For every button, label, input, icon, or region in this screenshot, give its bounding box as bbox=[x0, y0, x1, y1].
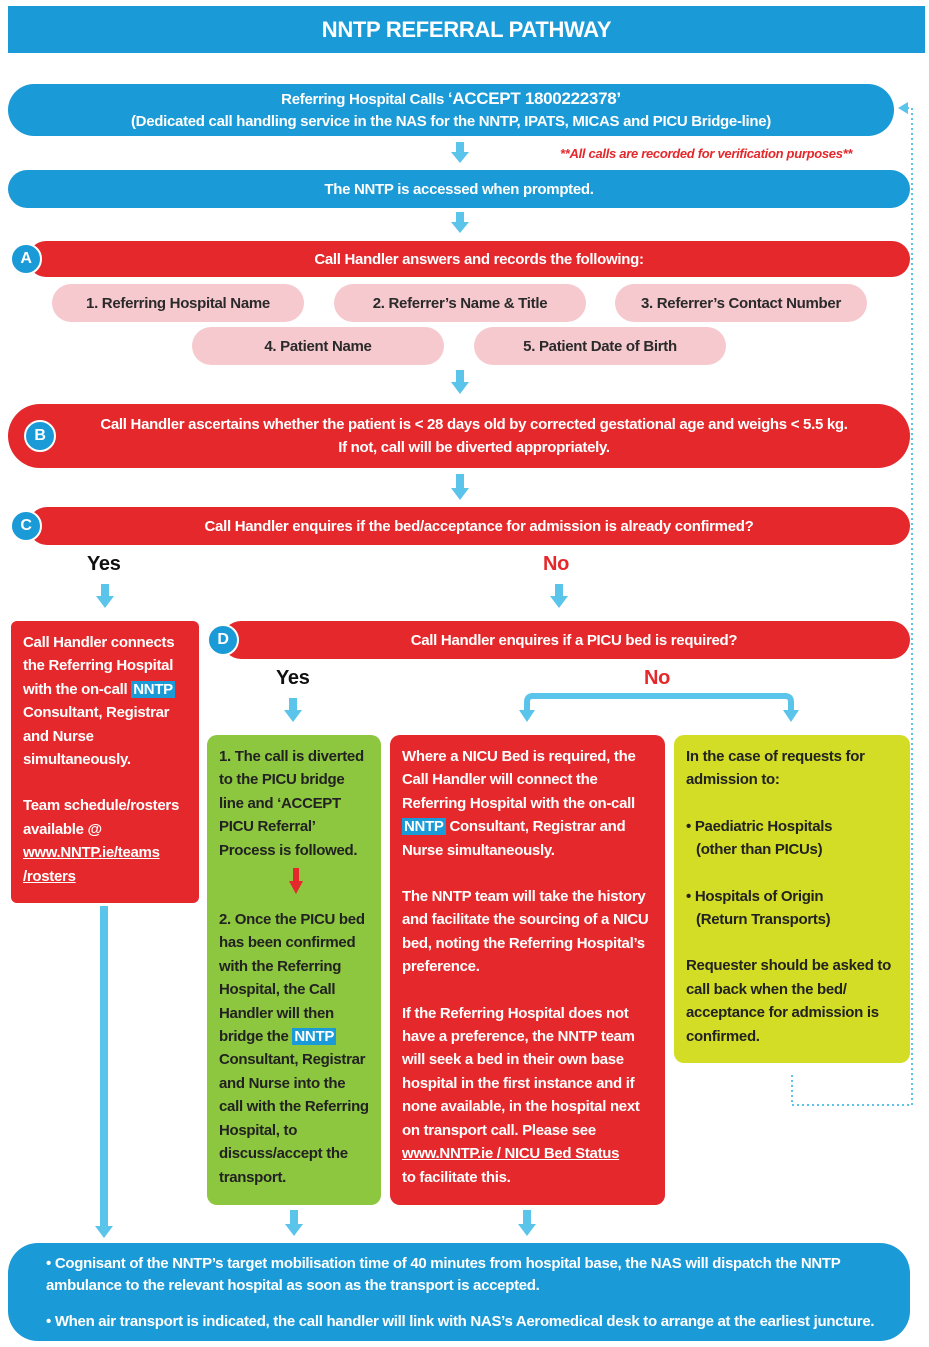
step-c-badge: C bbox=[10, 510, 42, 542]
call-back-text: Requester should be asked to call back w… bbox=[686, 957, 891, 1045]
step-d-no-label: No bbox=[644, 667, 671, 689]
nicu-bed-box: Where a NICU Bed is required, the Call H… bbox=[390, 735, 665, 1205]
rosters-link[interactable]: www.NNTP.ie/teams bbox=[23, 844, 160, 862]
page-title-text: NNTP REFERRAL PATHWAY bbox=[321, 16, 612, 42]
arrow-green-down bbox=[285, 1210, 303, 1236]
record-item-1: 1. Referring Hospital Name bbox=[52, 284, 304, 322]
rosters-text: Team schedule/rosters available @ www.NN… bbox=[23, 797, 179, 885]
step-a-badge: A bbox=[10, 243, 42, 275]
dispatch-box: • Cognisant of the NNTP’s target mobilis… bbox=[8, 1243, 910, 1341]
red-arrow-icon bbox=[289, 868, 303, 895]
arrow-nicu-down bbox=[518, 1210, 536, 1236]
arrow-yes-long bbox=[95, 906, 113, 1238]
yes-connect-text: Call Handler connects the Referring Hosp… bbox=[23, 634, 175, 769]
nicu-preference-text: If the Referring Hospital does not have … bbox=[402, 1004, 640, 1186]
step-d-yes-label: Yes bbox=[276, 667, 310, 689]
hospitals-of-origin-item: • Hospitals of Origin (Return Transports… bbox=[686, 887, 831, 929]
arrow-down-2 bbox=[451, 212, 469, 233]
page-title: NNTP REFERRAL PATHWAY bbox=[8, 6, 925, 53]
no-bracket-right-head bbox=[783, 710, 799, 722]
arrow-down-1 bbox=[451, 142, 469, 163]
nicu-bed-status-link[interactable]: www.NNTP.ie / NICU Bed Status bbox=[402, 1145, 620, 1163]
step-b-bar: Call Handler ascertains whether the pati… bbox=[8, 404, 910, 468]
step-c-yes-label: Yes bbox=[87, 553, 121, 575]
rosters-link-cont[interactable]: /rosters bbox=[23, 867, 76, 885]
nicu-connect-text: Where a NICU Bed is required, the Call H… bbox=[402, 748, 636, 859]
step-referring-call-line2: (Dedicated call handling service in the … bbox=[130, 112, 771, 130]
other-admission-box: In the case of requests for admission to… bbox=[674, 735, 910, 1063]
arrow-yes-c bbox=[96, 584, 114, 608]
step-d-badge: D bbox=[207, 624, 239, 656]
arrow-yes-d bbox=[284, 698, 302, 722]
recorded-note: **All calls are recorded for verificatio… bbox=[560, 146, 853, 161]
step-c-no-label: No bbox=[543, 553, 570, 575]
red-down-arrow bbox=[219, 868, 369, 898]
no-bracket bbox=[524, 693, 794, 712]
no-bracket-left-head bbox=[519, 710, 535, 722]
dispatch-bullet-2: • When air transport is indicated, the c… bbox=[46, 1313, 875, 1330]
accept-number: ‘ACCEPT 1800222378’ bbox=[447, 88, 621, 108]
nntp-highlight: NNTP bbox=[292, 1028, 337, 1046]
step-c-bar: Call Handler enquires if the bed/accepta… bbox=[28, 507, 910, 545]
step-nntp-accessed: The NNTP is accessed when prompted. bbox=[8, 170, 910, 208]
picu-step-1: 1. The call is diverted to the PICU brid… bbox=[219, 748, 364, 859]
arrow-down-4 bbox=[451, 474, 469, 500]
step-referring-call: Referring Hospital Calls ‘ACCEPT 1800222… bbox=[8, 84, 894, 136]
yes-connect-box: Call Handler connects the Referring Hosp… bbox=[11, 621, 199, 903]
step-a-bar: Call Handler answers and records the fol… bbox=[28, 241, 910, 277]
nntp-highlight: NNTP bbox=[131, 680, 175, 698]
record-item-4: 4. Patient Name bbox=[192, 327, 444, 365]
other-admission-intro: In the case of requests for admission to… bbox=[686, 748, 865, 789]
record-item-2: 2. Referrer’s Name & Title bbox=[334, 284, 586, 322]
step-b-badge: B bbox=[24, 420, 56, 452]
picu-step-2: 2. Once the PICU bed has been confirmed … bbox=[219, 911, 369, 1186]
dispatch-bullet-1: • Cognisant of the NNTP’s target mobilis… bbox=[46, 1255, 841, 1294]
nicu-history-text: The NNTP team will take the history and … bbox=[402, 888, 649, 976]
paediatric-hospitals-item: • Paediatric Hospitals (other than PICUs… bbox=[686, 817, 833, 859]
arrow-down-3 bbox=[451, 370, 469, 394]
nntp-highlight: NNTP bbox=[402, 818, 446, 836]
arrow-no-c bbox=[550, 584, 568, 608]
step-referring-call-line1: Referring Hospital Calls ‘ACCEPT 1800222… bbox=[281, 88, 621, 108]
record-item-5: 5. Patient Date of Birth bbox=[474, 327, 726, 365]
step-d-bar: Call Handler enquires if a PICU bed is r… bbox=[222, 621, 910, 659]
dotted-return-arrowhead bbox=[898, 102, 908, 114]
record-item-3: 3. Referrer’s Contact Number bbox=[615, 284, 867, 322]
picu-bridge-box: 1. The call is diverted to the PICU brid… bbox=[207, 735, 381, 1205]
